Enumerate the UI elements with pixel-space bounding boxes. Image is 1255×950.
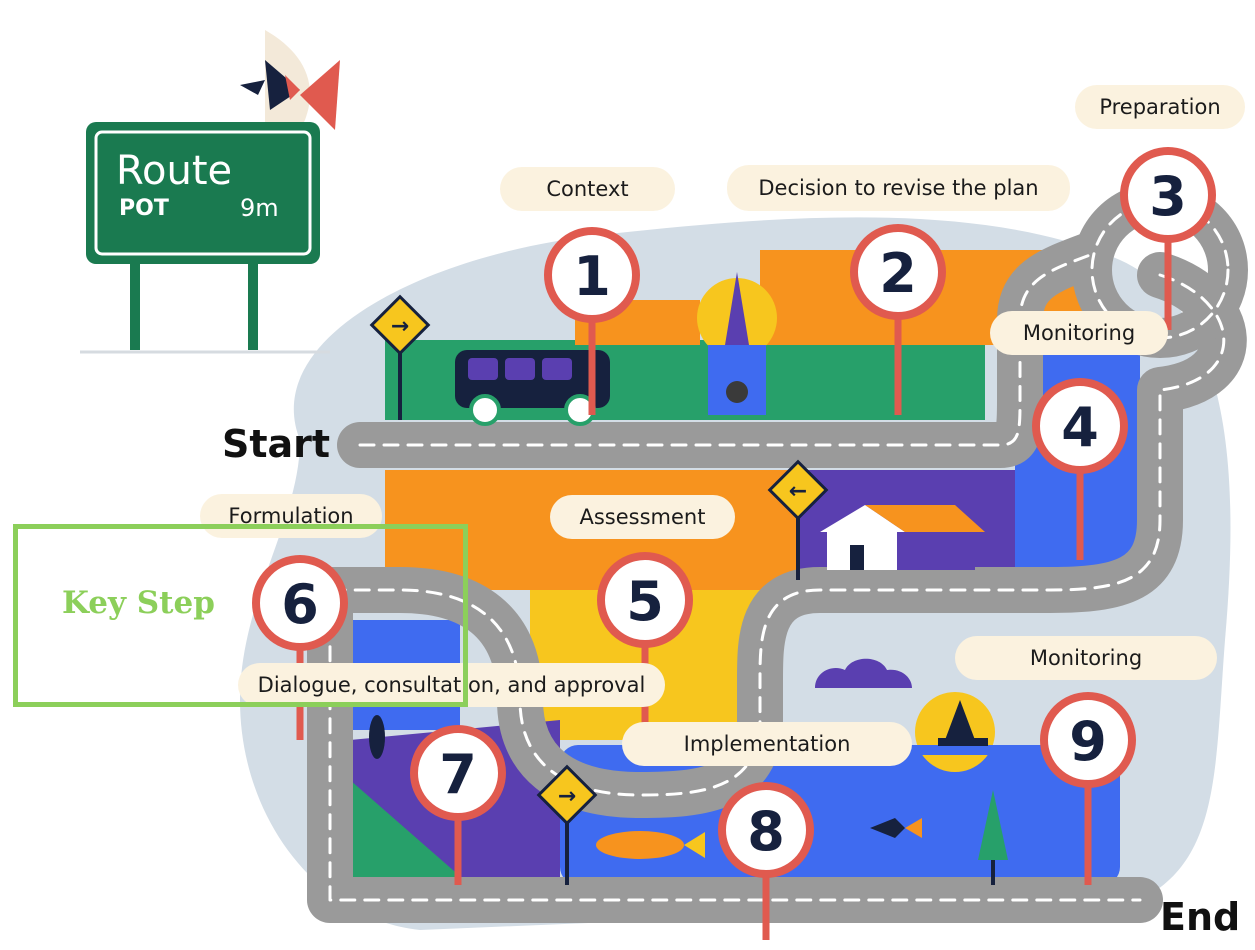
step-label-preparation: Preparation bbox=[1075, 85, 1245, 129]
step-marker-2: 2 bbox=[850, 224, 946, 415]
step-number-3: 3 bbox=[1149, 165, 1187, 228]
step-marker-8: 8 bbox=[718, 782, 814, 940]
step-label-dialogue: Dialogue, consultat on, and approval bbox=[238, 663, 665, 707]
step-marker-3: 3 bbox=[1120, 147, 1216, 330]
tree-icon bbox=[978, 790, 1008, 885]
step-number-5: 5 bbox=[626, 570, 664, 633]
step-label-formulation: Formulation bbox=[200, 494, 382, 538]
tree-icon bbox=[369, 715, 385, 759]
step-number-7: 7 bbox=[439, 743, 477, 806]
step-marker-4: 4 bbox=[1032, 378, 1128, 560]
arrow-left-sign-icon: ← bbox=[767, 459, 829, 580]
step-number-8: 8 bbox=[747, 800, 785, 863]
step-label-assessment: Assessment bbox=[550, 495, 735, 539]
church-icon bbox=[697, 272, 777, 415]
step-label-monitoring-4: Monitoring bbox=[990, 311, 1168, 355]
step-marker-9: 9 bbox=[1040, 692, 1136, 885]
upper-orange-terrain bbox=[575, 250, 1090, 345]
step-label-implementation: Implementation bbox=[622, 722, 912, 766]
svg-text:→: → bbox=[558, 784, 576, 809]
svg-text:←: ← bbox=[789, 479, 807, 504]
step-number-4: 4 bbox=[1061, 396, 1099, 459]
sign-subtitle: POT bbox=[119, 196, 169, 221]
step-number-9: 9 bbox=[1069, 710, 1107, 773]
step-marker-5: 5 bbox=[597, 552, 693, 725]
fish-icon bbox=[596, 831, 705, 859]
sign-distance: 9m bbox=[240, 194, 279, 222]
cloud-icon bbox=[815, 658, 912, 688]
key-step-label: Key Step bbox=[62, 585, 215, 621]
route-sign bbox=[80, 122, 330, 354]
key-step-highlight-box bbox=[13, 524, 468, 707]
house-icon bbox=[820, 505, 985, 570]
sign-title: Route bbox=[116, 148, 233, 194]
step-number-2: 2 bbox=[879, 242, 917, 305]
step-label-context: Context bbox=[500, 167, 675, 211]
step-marker-1: 1 bbox=[544, 227, 640, 415]
step-label-monitoring-9: Monitoring bbox=[955, 636, 1217, 680]
step-number-6: 6 bbox=[281, 573, 319, 636]
sailboat-icon bbox=[915, 692, 1025, 772]
end-label: End bbox=[1160, 895, 1241, 939]
svg-text:→: → bbox=[391, 314, 409, 339]
arrow-right-sign-icon: → bbox=[369, 294, 431, 420]
start-label: Start bbox=[222, 422, 331, 466]
step-number-1: 1 bbox=[573, 245, 611, 308]
arrow-right-sign-icon: → bbox=[536, 764, 598, 885]
step-label-decision: Decision to revise the plan bbox=[727, 165, 1070, 211]
car-icon bbox=[455, 350, 610, 426]
left-green-hill bbox=[350, 780, 470, 885]
step-marker-7: 7 bbox=[410, 725, 506, 885]
fish-icon bbox=[870, 818, 922, 838]
